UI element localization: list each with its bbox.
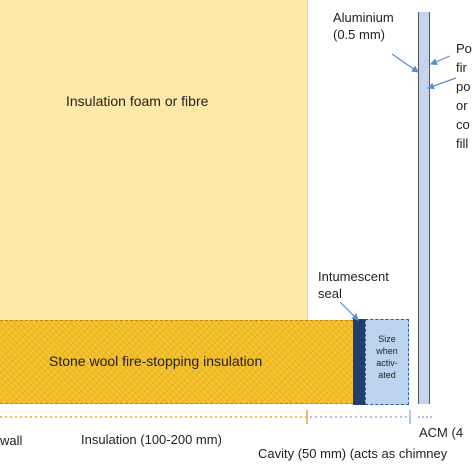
core-line-5: co bbox=[456, 117, 470, 132]
aluminium-line-1: Aluminium bbox=[333, 10, 394, 25]
activated-line-2: when bbox=[376, 346, 398, 356]
cavity-dimension-label: Cavity (50 mm) (acts as chimney bbox=[258, 446, 448, 461]
activated-size-box bbox=[365, 319, 409, 405]
activated-size-label: Size when activ- ated bbox=[366, 333, 408, 381]
insulation-foam-block bbox=[0, 0, 308, 320]
intumescent-line-2: seal bbox=[318, 286, 342, 301]
core-label: Po fir po or co fill bbox=[456, 39, 472, 153]
intumescent-label: Intumescent seal bbox=[318, 268, 389, 302]
core-line-1: Po bbox=[456, 41, 472, 56]
foam-label: Insulation foam or fibre bbox=[66, 93, 209, 109]
activated-line-1: Size bbox=[378, 334, 396, 344]
intumescent-seal-bar bbox=[353, 319, 365, 405]
acm-label: ACM (4 bbox=[419, 425, 464, 440]
intumescent-line-1: Intumescent bbox=[318, 269, 389, 284]
stone-wool-label: Stone wool fire-stopping insulation bbox=[49, 353, 263, 369]
aluminium-line-2: (0.5 mm) bbox=[333, 27, 385, 42]
core-pointer bbox=[426, 77, 457, 90]
stone-wool-strip bbox=[0, 320, 353, 404]
acm-panel bbox=[418, 12, 430, 404]
activated-line-3: activ- bbox=[376, 358, 398, 368]
activated-line-4: ated bbox=[378, 370, 396, 380]
aluminium-label: Aluminium (0.5 mm) bbox=[333, 9, 394, 43]
insulation-dimension-label: Insulation (100-200 mm) bbox=[81, 432, 222, 447]
core-line-4: or bbox=[456, 98, 468, 113]
aluminium-pointer-1 bbox=[391, 53, 419, 73]
core-line-2: fir bbox=[456, 60, 467, 75]
intumescent-pointer bbox=[339, 301, 359, 321]
aluminium-pointer-2 bbox=[429, 55, 451, 65]
core-line-3: po bbox=[456, 79, 471, 94]
core-line-6: fill bbox=[456, 136, 469, 151]
wall-label: wall bbox=[0, 433, 23, 448]
